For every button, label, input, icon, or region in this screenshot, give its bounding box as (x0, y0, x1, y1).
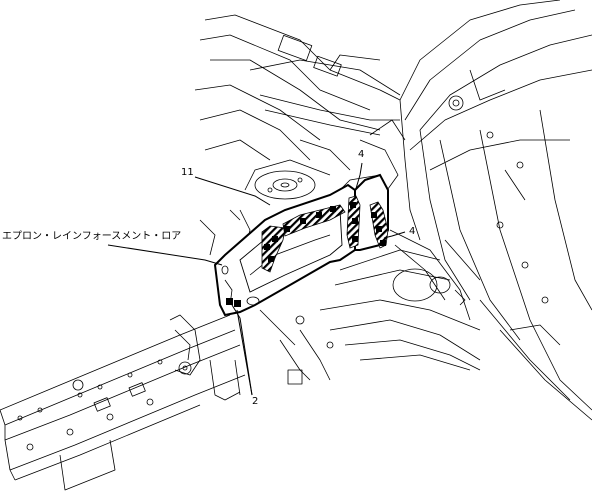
callout-11: 11 (181, 167, 194, 178)
callout-4-right: 4 (409, 226, 416, 237)
callout-2: 2 (252, 396, 259, 407)
part-name-label: エプロン・レインフォースメント・ロア (2, 231, 182, 242)
apron-reinforcement-lower-panel (213, 173, 389, 317)
leader-lines (107, 162, 406, 396)
spot-weld-marks (226, 202, 386, 307)
callout-4-upper: 4 (358, 149, 365, 160)
